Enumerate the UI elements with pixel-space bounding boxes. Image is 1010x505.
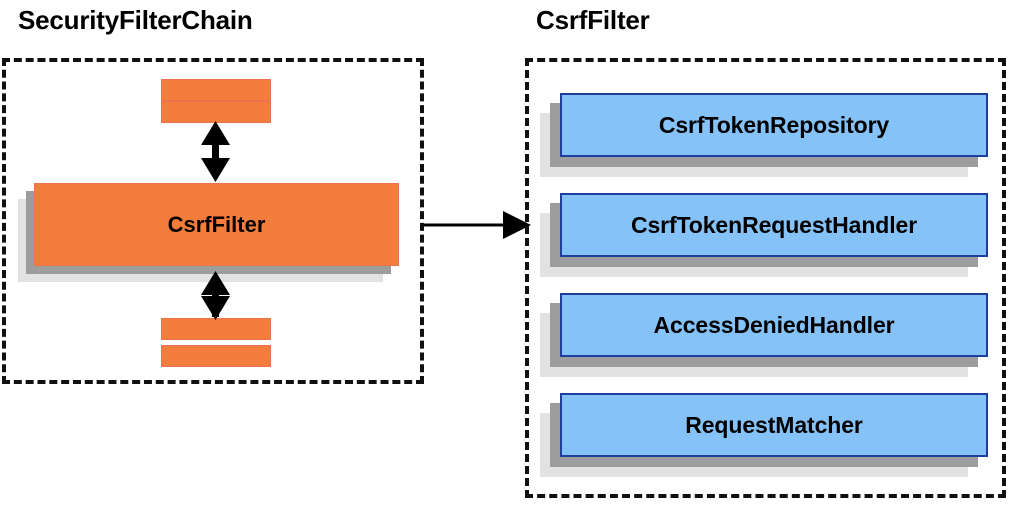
collaborator-box-csrf-token-request-handler[interactable]: CsrfTokenRequestHandler: [560, 193, 988, 257]
collaborator-box-access-denied-handler[interactable]: AccessDeniedHandler: [560, 293, 988, 357]
collaborator-label: RequestMatcher: [685, 411, 863, 438]
collaborator-label: CsrfTokenRequestHandler: [630, 211, 918, 238]
panel-security-filter-chain: [2, 58, 424, 384]
panel-title-csrf-filter: CsrfFilter: [536, 5, 650, 35]
csrf-filter-box-label: CsrfFilter: [167, 211, 266, 237]
filter-bar-bottom-2: [161, 345, 271, 367]
panel-title-security-filter-chain: SecurityFilterChain: [18, 5, 253, 35]
collaborator-label: CsrfTokenRepository: [658, 111, 890, 138]
collaborator-box-csrf-token-repository[interactable]: CsrfTokenRepository: [560, 93, 988, 157]
filter-bar-top-2: [161, 101, 271, 123]
filter-bar-bottom-1: [161, 318, 271, 340]
filter-bar-top-1: [161, 79, 271, 101]
collaborator-label: AccessDeniedHandler: [653, 311, 895, 338]
csrf-filter-box[interactable]: CsrfFilter: [34, 183, 399, 266]
csrf-filter-to-detail-arrow-icon: [424, 211, 531, 239]
panel-csrf-filter-detail: [525, 58, 1006, 498]
collaborator-box-request-matcher[interactable]: RequestMatcher: [560, 393, 988, 457]
